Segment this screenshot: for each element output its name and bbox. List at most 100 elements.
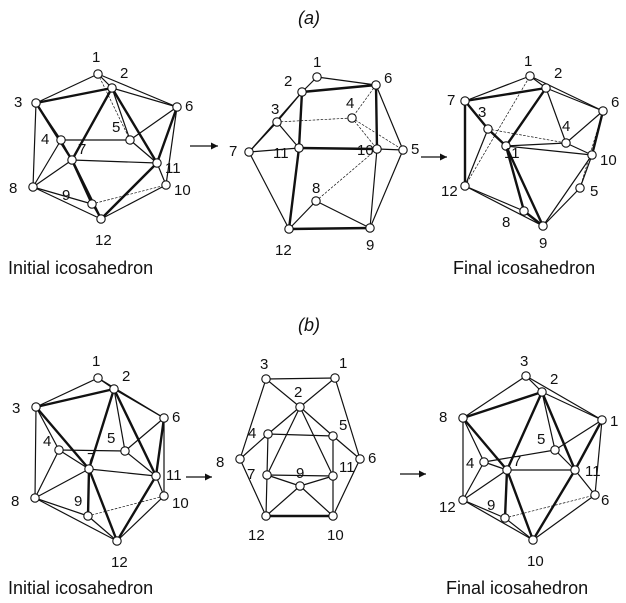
b-final-vertex-8	[458, 413, 468, 423]
a-final-vertex-1	[525, 71, 535, 81]
b-middle-vertex-10	[328, 511, 338, 521]
a-initial-edge-3-8	[32, 102, 37, 188]
b-final-edge-4-12	[462, 461, 485, 501]
a-initial-vertex-label-9: 9	[62, 187, 70, 204]
b-final-vertex-label-10: 10	[527, 553, 544, 570]
a-final-vertex-11	[501, 141, 511, 151]
a-initial-vertices	[28, 69, 182, 224]
b-middle-edge-6-10	[332, 458, 361, 517]
a-final-edge-11-4	[505, 142, 567, 147]
a-final-vertex-label-1: 1	[524, 53, 532, 70]
b-initial-vertex-label-5: 5	[107, 430, 115, 447]
b-middle-edge-9-10	[299, 485, 334, 517]
a-initial-edge-2-11	[110, 86, 159, 165]
a-initial-edge-7-11	[71, 159, 158, 164]
b-initial-edge-10-12	[116, 495, 165, 542]
b-initial-edge-3-4	[35, 406, 60, 451]
b-initial-edges	[34, 377, 166, 543]
a-final-vertex-label-7: 7	[447, 92, 455, 109]
b-middle-vertex-label-7: 7	[247, 466, 255, 483]
a-initial-edge-4-8	[32, 139, 62, 188]
a-initial-edge-11-5	[129, 139, 158, 164]
a-middle-vertex-10	[372, 144, 382, 154]
arrow-b-2-head	[419, 470, 426, 478]
caption-a-initial: Initial icosahedron	[8, 258, 153, 278]
a-final-vertices	[460, 71, 608, 231]
a-middle-vertex-label-8: 8	[312, 180, 320, 197]
b-initial-edge-8-9	[34, 497, 89, 517]
a-initial-edge-9-10	[91, 184, 167, 205]
a-middle-edges	[248, 76, 404, 231]
b-initial-vertex-label-6: 6	[172, 409, 180, 426]
a-middle-vertices	[244, 72, 408, 234]
b-initial-vertices	[30, 373, 169, 546]
a-middle-vertex-7	[244, 147, 254, 157]
a-initial-edge-2-7	[70, 86, 114, 162]
a-middle-edge-12-8	[288, 200, 317, 230]
b-middle-edge-7-12	[265, 474, 268, 517]
b-initial-edge-2-7	[87, 387, 116, 471]
a-final-edge-5-9	[542, 187, 581, 227]
a-middle-edge-6-5	[375, 84, 404, 151]
b-middle-vertex-1	[330, 373, 340, 383]
b-middle-edge-4-8	[239, 433, 269, 460]
a-middle-vertex-label-10: 10	[357, 142, 374, 159]
b-initial-edge-7-9	[86, 467, 91, 518]
a-middle-vertex-4	[347, 113, 357, 123]
a-initial-vertex-5	[125, 135, 135, 145]
a-final-vertex-label-12: 12	[441, 183, 458, 200]
a-final-edge-2-6	[545, 87, 604, 112]
b-initial-edge-2-6	[113, 388, 165, 419]
b-middle-vertex-label-12: 12	[248, 527, 265, 544]
b-middle-edge-2-7	[266, 406, 301, 476]
b-final-edge-2-11	[540, 390, 577, 472]
a-final-vertex-9	[538, 221, 548, 231]
a-initial-vertex-9	[87, 199, 97, 209]
b-middle-vertex-label-10: 10	[327, 527, 344, 544]
a-initial-vertex-4	[56, 135, 66, 145]
b-final-vertex-label-11: 11	[585, 463, 601, 480]
b-initial-vertex-label-3: 3	[12, 400, 20, 417]
b-initial-vertex-label-8: 8	[11, 493, 19, 510]
a-initial-vertex-8	[28, 182, 38, 192]
a-middle-edge-11-10	[297, 146, 379, 151]
a-final-edge-12-1	[464, 75, 531, 187]
a-final-edge-2-7	[463, 86, 548, 103]
a-initial-edge-2-3	[34, 86, 114, 105]
arrow-b-1	[186, 473, 212, 481]
a-final-vertex-label-6: 6	[611, 94, 619, 111]
b-final-vertex-label-2: 2	[550, 371, 558, 388]
b-middle-vertex-label-2: 2	[294, 384, 302, 401]
b-initial-vertex-11	[151, 471, 161, 481]
a-final-edge-7-3	[463, 99, 490, 131]
a-initial-edge-2-5	[111, 87, 131, 141]
b-middle-edge-7-11	[266, 474, 334, 477]
a-middle-edge-7-12	[248, 151, 290, 230]
b-middle-edge-8-12	[239, 458, 267, 517]
a-initial-edge-2-6	[111, 87, 178, 108]
b-middle-vertex-label-6: 6	[368, 450, 376, 467]
b-middle-vertex-5	[328, 431, 338, 441]
b-middle-vertex-label-8: 8	[216, 454, 224, 471]
a-middle-vertex-9	[365, 223, 375, 233]
a-initial-vertex-label-7: 7	[78, 141, 86, 158]
a-initial-vertex-1	[93, 69, 103, 79]
a-initial-vertex-10	[161, 180, 171, 190]
part-label-b: (b)	[298, 315, 320, 335]
a-middle-edge-2-6	[300, 83, 378, 94]
a-final-vertex-label-8: 8	[502, 214, 510, 231]
arrow-a-2	[421, 153, 447, 161]
b-middle-edges	[239, 377, 361, 518]
a-middle-vertex-label-6: 6	[384, 70, 392, 87]
b-middle-vertex-label-3: 3	[260, 356, 268, 373]
b-final-vertex-12	[458, 495, 468, 505]
b-middle-vertex-label-11: 11	[339, 459, 355, 476]
b-initial-edge-6-11	[154, 416, 166, 478]
b-middle-vertices	[235, 373, 365, 521]
b-middle-vertex-7	[262, 470, 272, 480]
a-middle-vertex-label-5: 5	[411, 141, 419, 158]
b-middle-vertex-3	[261, 374, 271, 384]
b-initial-vertex-6	[159, 413, 169, 423]
